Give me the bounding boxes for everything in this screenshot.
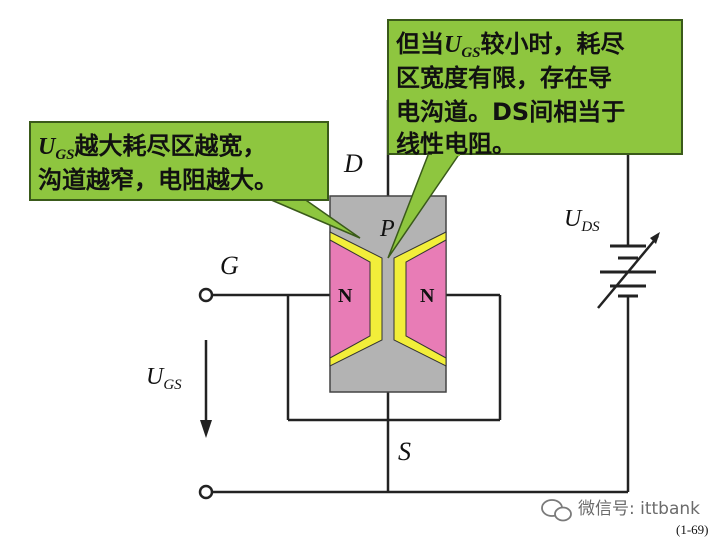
n-region-left-label: N [338,285,353,307]
right-callout-line2: 区宽度有限，存在导 [396,64,612,92]
right-callout-box [387,19,683,155]
p-region-label: P [379,216,395,242]
left-callout-line1: UGS越大耗尽区越宽， [38,132,267,163]
jfet-body [329,195,447,393]
drain-label: D [343,149,363,178]
gate-terminal [198,287,214,303]
left-callout-line2: 沟道越窄，电阻越大。 [38,166,278,194]
wechat-watermark: 微信号: ittbank [541,499,700,522]
ugs-arrow [200,340,212,438]
watermark-text: 微信号: ittbank [578,499,700,519]
page-number: (1-69) [676,522,709,537]
uds-label: UDS [564,206,600,235]
right-callout-line4: 线性电阻。 [396,130,516,158]
n-region-right-label: N [420,285,435,307]
source-label: S [398,437,411,466]
wechat-icon [541,499,572,522]
uds-battery-icon [597,232,660,309]
source-terminal [198,484,214,500]
right-callout-seam [432,148,460,156]
right-callout-line1: 但当UGS较小时，耗尽 [396,30,626,61]
gate-label: G [220,251,239,280]
right-callout-line3: 电沟道。DS间相当于 [396,98,625,126]
left-callout-box [29,121,329,201]
ugs-label: UGS [146,364,182,393]
left-callout-seam [264,190,298,198]
